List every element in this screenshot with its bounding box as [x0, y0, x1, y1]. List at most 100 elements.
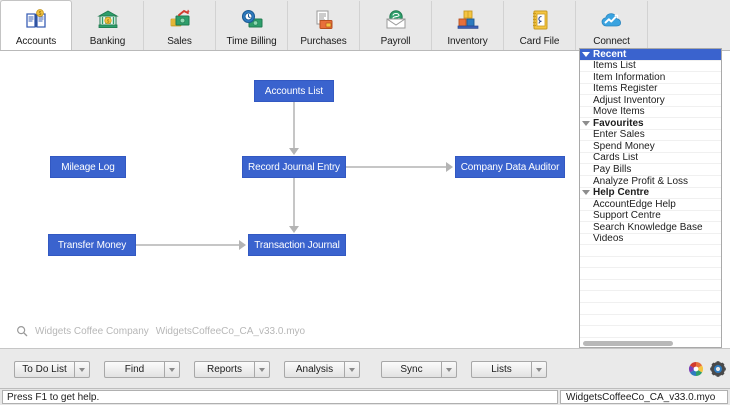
chevron-down-icon — [582, 190, 590, 196]
panel-group-help-centre[interactable]: Help Centre — [580, 188, 721, 200]
node-label: Transfer Money — [57, 239, 127, 251]
tab-payroll[interactable]: Payroll — [360, 1, 432, 50]
panel-row-label: Move Items — [593, 106, 645, 118]
panel-item-cards-list[interactable]: Cards List — [580, 153, 721, 165]
connect-cloud-icon — [600, 7, 624, 33]
panel-item-enter-sales[interactable]: Enter Sales — [580, 130, 721, 142]
sync-button[interactable]: Sync — [381, 361, 457, 378]
inventory-boxes-icon — [456, 7, 480, 33]
panel-item-items-register[interactable]: Items Register — [580, 84, 721, 96]
connector-journal-to-auditor — [346, 166, 447, 168]
panel-empty-row — [580, 280, 721, 292]
tab-label: Card File — [519, 36, 560, 47]
button-label: Lists — [471, 361, 532, 378]
tab-card-file[interactable]: Card File — [504, 1, 576, 50]
company-file-name: WidgetsCoffeeCo_CA_v33.0.myo — [155, 325, 306, 337]
time-billing-clock-icon — [240, 7, 264, 33]
status-bar: Press F1 to get help. WidgetsCoffeeCo_CA… — [0, 388, 730, 405]
node-label: Transaction Journal — [254, 239, 340, 251]
lists-dropdown-arrow[interactable] — [532, 361, 547, 378]
panel-item-accountedge-help[interactable]: AccountEdge Help — [580, 199, 721, 211]
panel-item-search-knowledge-base[interactable]: Search Knowledge Base — [580, 222, 721, 234]
panel-empty-row — [580, 291, 721, 304]
panel-row-label: Recent — [593, 49, 627, 60]
color-wheel-icon[interactable] — [688, 361, 704, 377]
connector-accounts-to-journal — [293, 102, 295, 149]
company-file-indicator: Widgets Coffee Company WidgetsCoffeeCo_C… — [16, 325, 305, 337]
connector-transfer-to-transaction — [136, 244, 240, 246]
panel-item-move-items[interactable]: Move Items — [580, 107, 721, 119]
node-transaction-journal[interactable]: Transaction Journal — [248, 234, 346, 256]
node-accounts-list[interactable]: Accounts List — [254, 80, 334, 102]
tab-banking[interactable]: $ Banking — [72, 1, 144, 50]
lists-button[interactable]: Lists — [471, 361, 547, 378]
panel-horizontal-scrollbar[interactable] — [583, 341, 673, 346]
button-label: To Do List — [14, 361, 75, 378]
node-transfer-money[interactable]: Transfer Money — [48, 234, 136, 256]
panel-row-label: Cards List — [593, 152, 639, 164]
to-do-list-dropdown-arrow[interactable] — [75, 361, 90, 378]
sync-dropdown-arrow[interactable] — [442, 361, 457, 378]
find-dropdown-arrow[interactable] — [165, 361, 180, 378]
tab-accounts[interactable]: $ Accounts — [0, 0, 72, 50]
command-button-bar: To Do List Find Reports Analysis Sync Li… — [0, 348, 730, 388]
company-name: Widgets Coffee Company — [35, 325, 149, 337]
purchases-invoice-icon — [312, 7, 336, 33]
node-record-journal-entry[interactable]: Record Journal Entry — [242, 156, 346, 178]
arrowhead-down-transaction — [289, 226, 299, 233]
status-help-text: Press F1 to get help. — [2, 390, 558, 404]
panel-group-favourites[interactable]: Favourites — [580, 118, 721, 130]
panel-item-analyze-profit-loss[interactable]: Analyze Profit & Loss — [580, 176, 721, 188]
to-do-list-button[interactable]: To Do List — [14, 361, 90, 378]
svg-text:$: $ — [106, 19, 109, 24]
reports-dropdown-arrow[interactable] — [255, 361, 270, 378]
node-mileage-log[interactable]: Mileage Log — [50, 156, 126, 178]
panel-item-items-list[interactable]: Items List — [580, 61, 721, 73]
panel-item-support-centre[interactable]: Support Centre — [580, 211, 721, 223]
gear-icon[interactable] — [710, 361, 726, 377]
panel-row-label: Search Knowledge Base — [593, 222, 703, 233]
reports-button[interactable]: Reports — [194, 361, 270, 378]
panel-row-label: Adjust Inventory — [593, 95, 665, 106]
tab-connect[interactable]: Connect — [576, 1, 648, 50]
tab-sales[interactable]: Sales — [144, 1, 216, 50]
tab-time-billing[interactable]: Time Billing — [216, 1, 288, 50]
tab-label: Payroll — [380, 36, 411, 47]
panel-item-spend-money[interactable]: Spend Money — [580, 141, 721, 153]
panel-row-label: Support Centre — [593, 210, 661, 222]
find-button[interactable]: Find — [104, 361, 180, 378]
chevron-down-icon — [582, 121, 590, 127]
panel-row-label: Help Centre — [593, 187, 650, 199]
node-label: Mileage Log — [61, 161, 115, 173]
arrowhead-down-journal — [289, 148, 299, 155]
panel-item-adjust-inventory[interactable]: Adjust Inventory — [580, 95, 721, 107]
button-label: Sync — [381, 361, 442, 378]
tab-purchases[interactable]: Purchases — [288, 1, 360, 50]
panel-row-label: Item Information — [593, 72, 666, 83]
panel-empty-row — [580, 326, 721, 338]
tab-label: Purchases — [300, 36, 347, 47]
payroll-envelope-icon — [384, 7, 408, 33]
sales-card-icon — [168, 7, 192, 33]
panel-empty-row — [580, 268, 721, 280]
node-company-data-auditor[interactable]: Company Data Auditor — [455, 156, 565, 178]
tab-inventory[interactable]: Inventory — [432, 1, 504, 50]
panel-row-label: Items Register — [593, 83, 658, 95]
panel-item-videos[interactable]: Videos — [580, 234, 721, 246]
recent-favourites-help-panel[interactable]: Recent Items List Item Information Items… — [579, 48, 722, 348]
tab-label: Banking — [89, 36, 126, 47]
panel-group-recent[interactable]: Recent — [580, 49, 721, 61]
chevron-down-icon — [582, 51, 590, 57]
button-label: Analysis — [284, 361, 345, 378]
card-file-icon — [528, 7, 552, 33]
panel-empty-row — [580, 303, 721, 315]
module-tab-bar: $ Accounts $ Banking — [0, 0, 730, 51]
analysis-button[interactable]: Analysis — [284, 361, 360, 378]
panel-row-label: Pay Bills — [593, 164, 632, 175]
analysis-dropdown-arrow[interactable] — [345, 361, 360, 378]
arrowhead-right-auditor — [446, 162, 453, 172]
magnifier-icon[interactable] — [16, 325, 28, 337]
panel-item-item-information[interactable]: Item Information — [580, 72, 721, 84]
panel-item-pay-bills[interactable]: Pay Bills — [580, 164, 721, 177]
